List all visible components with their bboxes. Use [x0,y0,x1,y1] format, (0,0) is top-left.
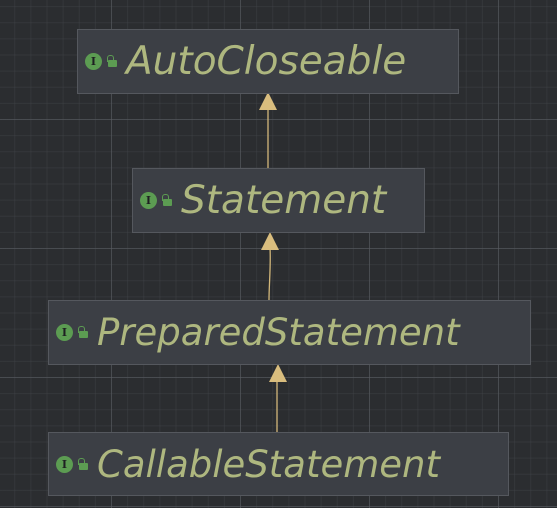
node-label: Statement [181,178,387,223]
edge-preparedstatement-to-statement [261,232,279,301]
edge-callablestatement-to-preparedstatement [269,364,287,432]
interface-icon: I [85,53,102,70]
unlock-icon [77,326,88,339]
node-icons: I [56,324,88,341]
unlock-icon [77,457,88,471]
interface-icon: I [56,324,73,341]
node-autocloseable[interactable]: I AutoCloseable [77,29,459,94]
edge-statement-to-autocloseable [259,92,277,168]
node-label: AutoCloseable [126,39,407,84]
interface-icon: I [56,455,73,473]
unlock-icon [161,194,172,207]
node-icons: I [56,455,88,473]
unlock-icon [106,55,117,68]
node-statement[interactable]: I Statement [132,168,425,233]
node-label: PreparedStatement [97,311,460,354]
node-label: CallableStatement [97,442,440,486]
interface-icon: I [140,192,157,209]
node-preparedstatement[interactable]: I PreparedStatement [48,300,531,365]
node-icons: I [85,53,117,70]
node-icons: I [140,192,172,209]
node-callablestatement[interactable]: I CallableStatement [48,432,509,496]
